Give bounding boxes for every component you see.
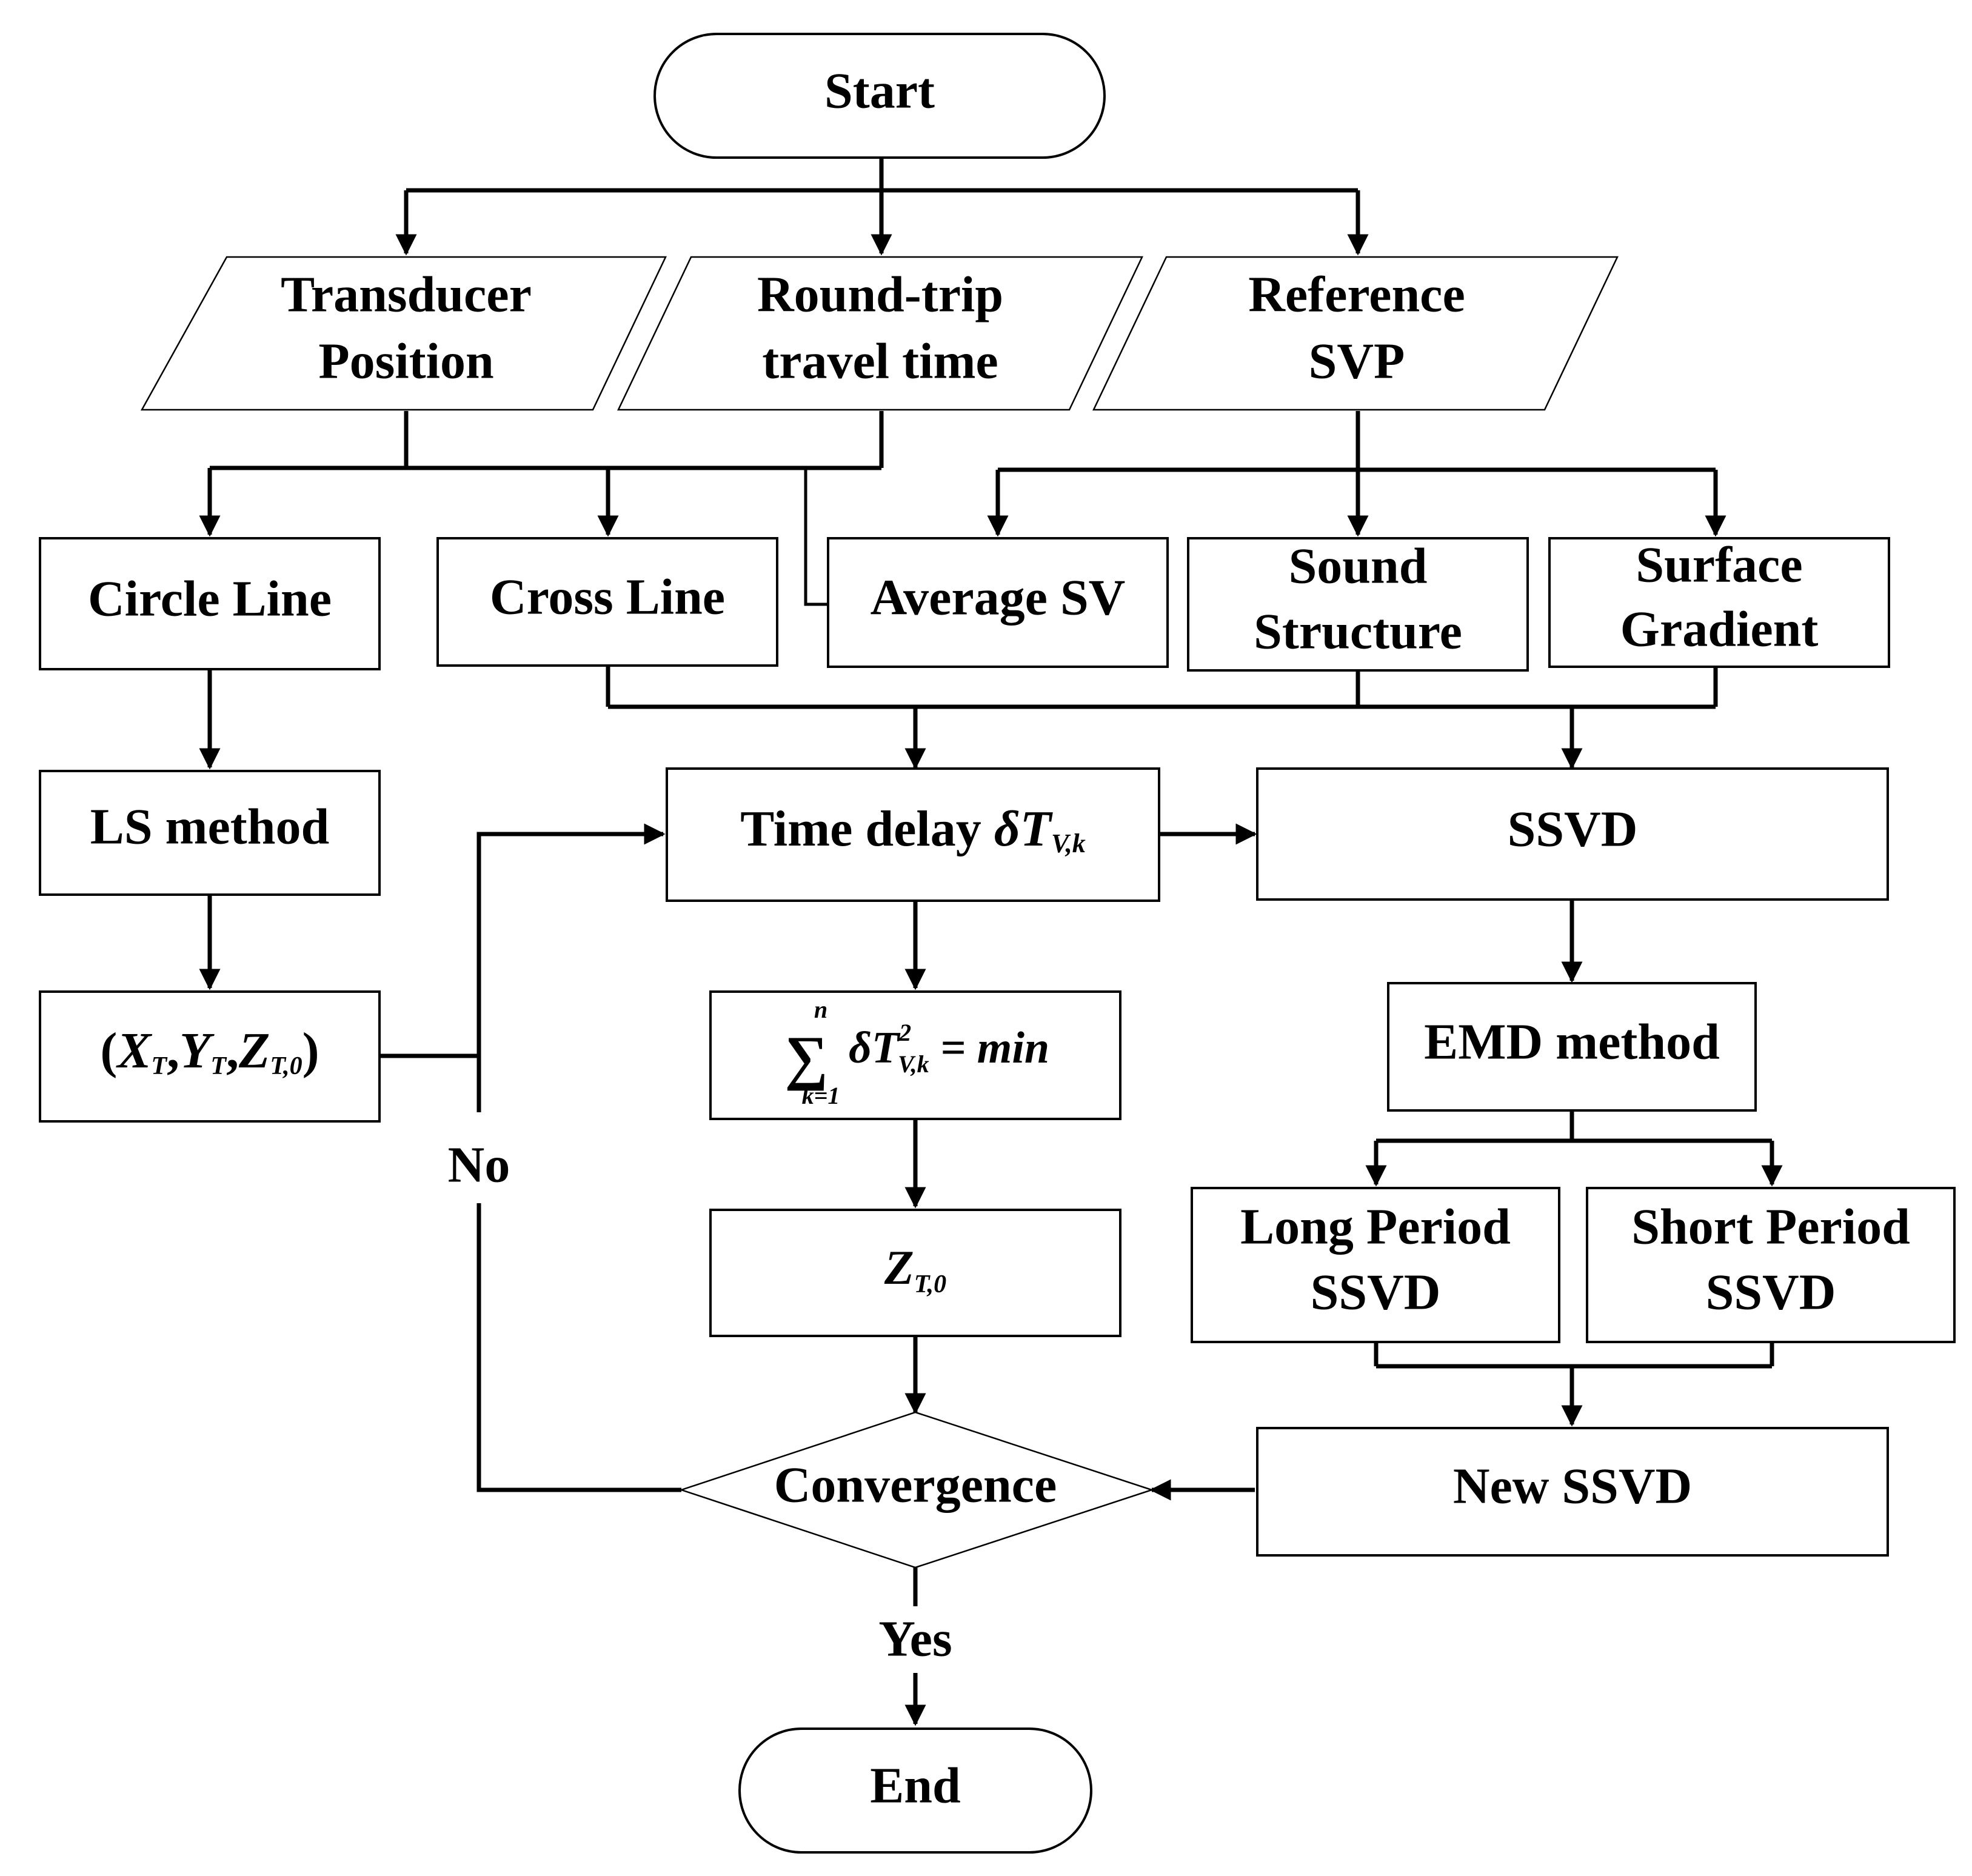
node-transducer-position: Transducer Position	[140, 256, 667, 411]
circle-line-label: Circle Line	[88, 570, 332, 627]
transducer-label-line1: Transducer	[281, 266, 532, 322]
edge-start-to-inputs	[406, 158, 1358, 193]
node-circle-line: Circle Line	[39, 537, 381, 670]
node-end: End	[738, 1727, 1092, 1854]
edge-label-no: No	[448, 1137, 510, 1193]
start-label: Start	[824, 62, 935, 119]
node-cross-line: Cross Line	[436, 537, 778, 667]
sum-sigma: ∑	[784, 1024, 827, 1091]
position-x: X	[115, 1023, 152, 1079]
transducer-label-line2: Position	[318, 333, 493, 389]
sound-structure-label-line2: Structure	[1254, 603, 1462, 659]
node-reference-svp: Reference SVP	[1092, 256, 1619, 411]
ssvd-label: SSVD	[1508, 801, 1638, 857]
position-result-label: (XT,YT,ZT,0)	[100, 1023, 319, 1080]
end-label: End	[870, 1757, 960, 1814]
node-position-result: (XT,YT,ZT,0)	[39, 990, 381, 1123]
node-short-period-ssvd: Short Period SSVD	[1586, 1187, 1956, 1343]
node-sound-structure: Sound Structure	[1187, 537, 1529, 672]
sum-lower: k=1	[802, 1082, 840, 1109]
position-y-sub: T	[210, 1052, 227, 1080]
time-delay-sub: V,k	[1051, 829, 1086, 858]
position-open-paren: (	[100, 1023, 117, 1079]
edge-transducer-roundtrip-merge	[210, 411, 884, 470]
time-delay-text: Time delay	[740, 801, 994, 857]
node-ssvd: SSVD	[1256, 767, 1889, 901]
z-result-label: ZT,0	[884, 1241, 946, 1298]
node-start: Start	[653, 33, 1106, 159]
node-convergence: Convergence	[679, 1411, 1155, 1569]
edges	[199, 158, 1783, 1726]
sum-delta: δ	[849, 1023, 872, 1073]
z-result-z: Z	[884, 1241, 914, 1295]
sum-t: T	[872, 1023, 901, 1073]
z-result-sub: T,0	[914, 1270, 946, 1298]
position-comma-2: ,	[226, 1023, 239, 1079]
node-emd-method: EMD method	[1387, 982, 1757, 1112]
edge-emd-split	[1376, 1109, 1772, 1143]
node-round-trip-travel-time: Round-trip travel time	[617, 256, 1143, 411]
new-ssvd-label: New SSVD	[1453, 1458, 1692, 1514]
position-comma-1: ,	[167, 1023, 179, 1079]
node-average-sv: Average SV	[827, 537, 1169, 668]
long-period-label-line2: SSVD	[1311, 1264, 1441, 1320]
reference-label-line1: Reference	[1248, 266, 1465, 322]
sound-structure-label-line1: Sound	[1289, 538, 1428, 594]
position-y: Y	[179, 1023, 215, 1079]
ls-method-label: LS method	[90, 798, 329, 855]
edge-model-merge	[606, 667, 1718, 709]
node-ls-method: LS method	[39, 770, 381, 896]
time-delay-label: Time delay δTV,k	[740, 801, 1085, 858]
emd-method-label: EMD method	[1424, 1013, 1720, 1070]
sum-upper: n	[814, 996, 827, 1023]
long-period-label-line1: Long Period	[1240, 1198, 1511, 1255]
node-long-period-ssvd: Long Period SSVD	[1191, 1187, 1560, 1343]
node-time-delay: Time delay δTV,k	[666, 767, 1160, 902]
cross-line-label: Cross Line	[490, 569, 725, 625]
surface-gradient-label-line2: Gradient	[1620, 601, 1819, 657]
sum-rest: = min	[929, 1023, 1049, 1073]
node-z-result: ZT,0	[709, 1209, 1121, 1337]
convergence-label: Convergence	[774, 1457, 1057, 1513]
edge-no-loop	[476, 1203, 681, 1492]
position-z-sub: T,0	[270, 1052, 302, 1080]
position-x-sub: T	[151, 1052, 168, 1080]
roundtrip-label-line2: travel time	[762, 333, 998, 389]
time-delay-t: T	[1020, 801, 1054, 857]
surface-gradient-label-line1: Surface	[1636, 536, 1802, 593]
position-z: Z	[238, 1023, 270, 1079]
edge-loop-to-time-delay	[476, 823, 666, 1056]
node-new-ssvd: New SSVD	[1256, 1427, 1889, 1557]
node-surface-gradient: Surface Gradient	[1548, 536, 1890, 668]
position-close-paren: )	[302, 1023, 319, 1079]
edge-reference-fanout	[998, 411, 1716, 472]
roundtrip-label-line1: Round-trip	[757, 266, 1003, 322]
short-period-label-line1: Short Period	[1631, 1198, 1910, 1255]
reference-label-line2: SVP	[1309, 333, 1405, 389]
average-sv-label: Average SV	[871, 569, 1126, 626]
edge-period-merge	[1374, 1341, 1774, 1369]
edge-label-yes: Yes	[878, 1611, 952, 1667]
time-delay-delta: δ	[994, 801, 1020, 857]
sum-sup: 2	[898, 1019, 911, 1046]
sum-sub: V,k	[898, 1050, 929, 1078]
short-period-label-line2: SSVD	[1706, 1264, 1836, 1320]
edge-roundtrip-to-average-sv	[804, 468, 828, 606]
